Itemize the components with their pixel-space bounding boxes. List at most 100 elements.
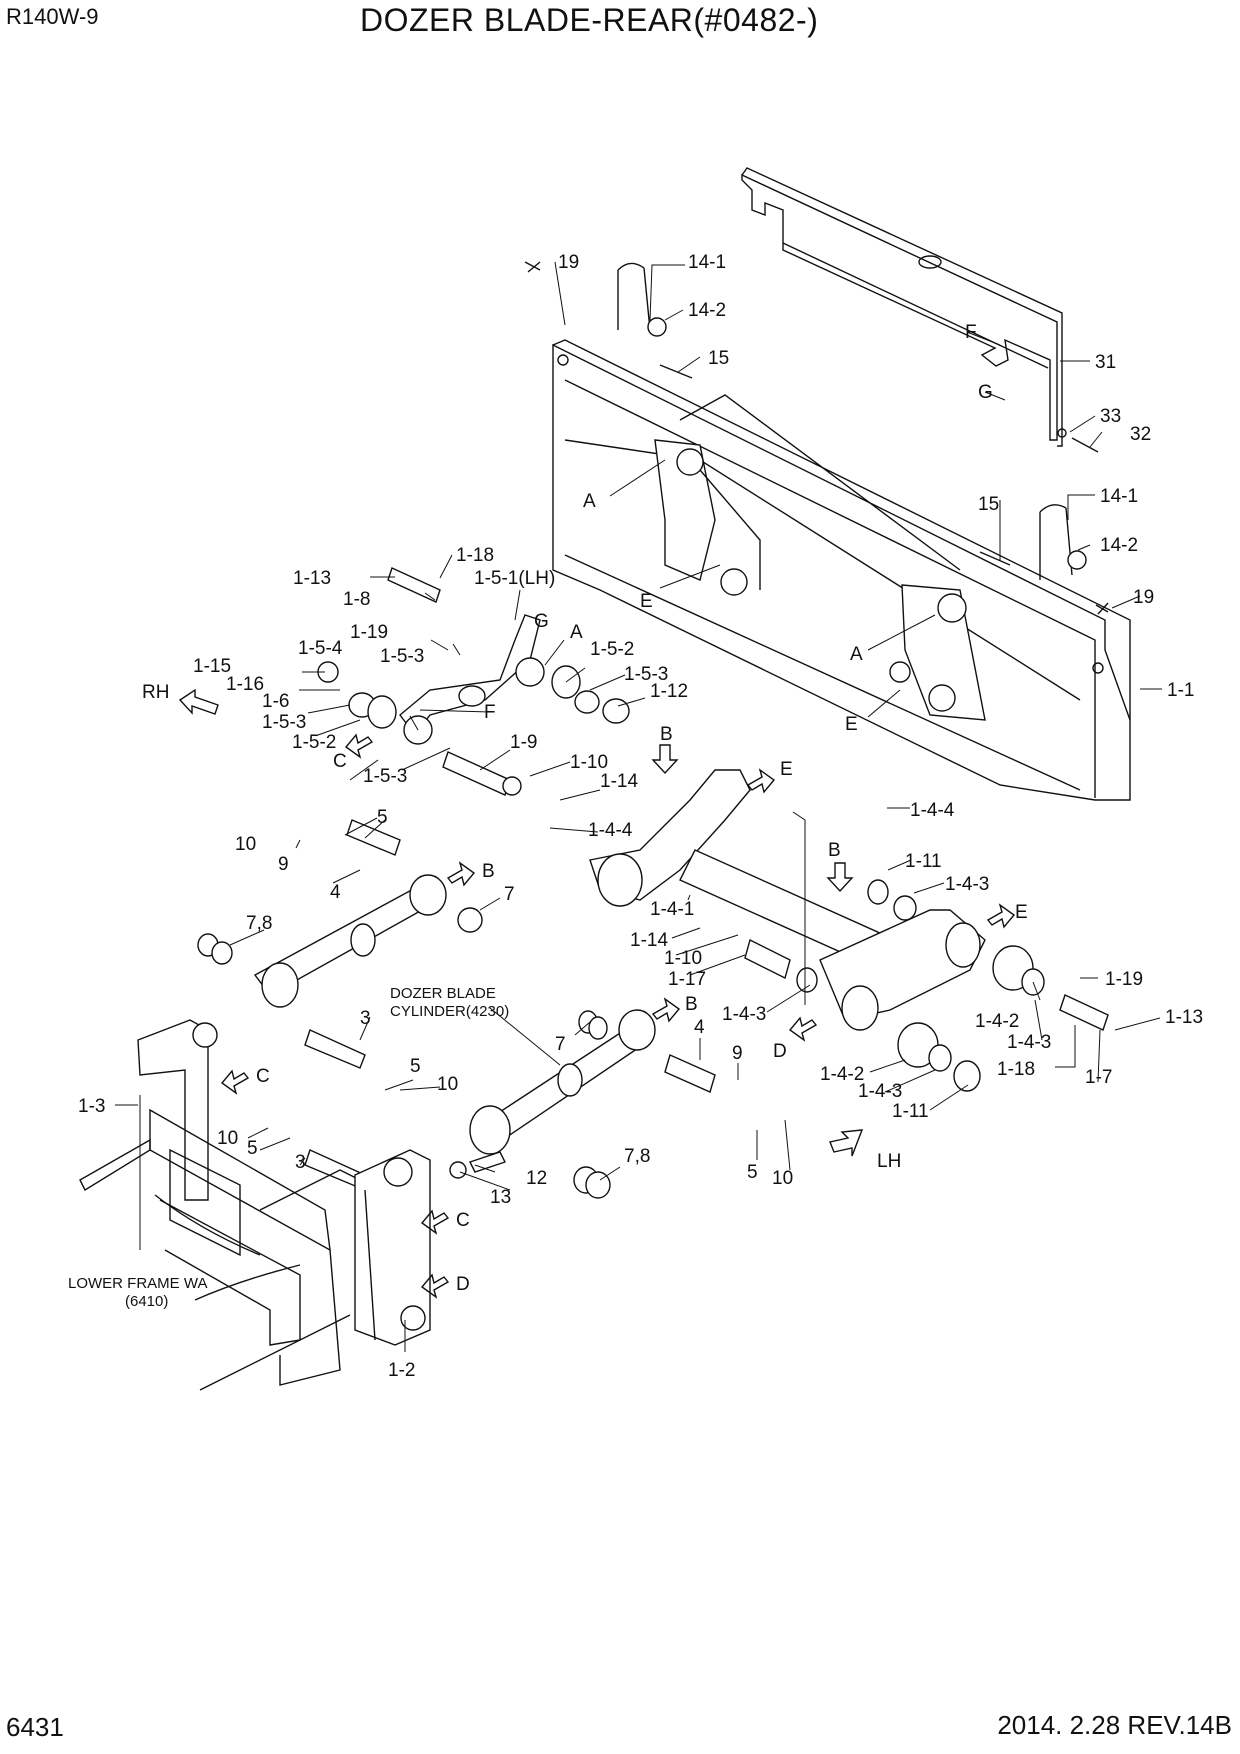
part-label: 1-4-2 [975, 1011, 1019, 1032]
part-label: 1-16 [226, 674, 264, 695]
part-label: 1-8 [343, 589, 370, 610]
part-label: 5 [410, 1056, 421, 1077]
linkage-drawing [317, 567, 1109, 1092]
part-label: 1-5-3 [624, 664, 668, 685]
part-label: 19 [1133, 587, 1154, 608]
part-label: 1-18 [456, 545, 494, 566]
b-arrow-icon [651, 744, 679, 775]
part-label: C [333, 751, 347, 772]
part-label: 10 [235, 834, 256, 855]
part-label: 9 [278, 854, 289, 875]
part-label: 19 [558, 252, 579, 273]
c-arrow-icon [344, 733, 374, 759]
part-label: 14-1 [688, 252, 726, 273]
part-label: 3 [295, 1152, 306, 1173]
part-label: 14-2 [688, 300, 726, 321]
part-label: 1-11 [892, 1101, 929, 1122]
part-label: 1-12 [650, 681, 688, 702]
part-label: 1-4-3 [1007, 1032, 1051, 1053]
e-arrow-icon [986, 903, 1016, 929]
part-label: 1-15 [193, 656, 231, 677]
part-label: A [850, 644, 863, 665]
part-label: 1-5-3 [363, 766, 407, 787]
part-label: 15 [978, 494, 999, 515]
direction-arrows [178, 688, 1016, 1299]
part-label: B [660, 724, 673, 745]
part-label: 5 [747, 1162, 758, 1183]
part-label: 9 [732, 1043, 743, 1064]
lower-frame-note: (6410) [125, 1293, 168, 1310]
part-label: E [845, 714, 858, 735]
part-label: 1-5-4 [298, 638, 343, 659]
part-label: 1-2 [388, 1360, 415, 1381]
d-arrow-icon [420, 1273, 450, 1299]
part-label: LH [877, 1151, 901, 1172]
rh-direction-label: RH [142, 682, 169, 703]
part-label: 1-4-3 [945, 874, 989, 895]
part-label: 1-4-3 [722, 1004, 766, 1025]
part-label: 15 [708, 348, 729, 369]
part-label: 1-19 [1105, 969, 1143, 990]
part-label: 1-14 [600, 771, 638, 792]
part-label: A [583, 491, 596, 512]
b-arrow-icon [826, 862, 854, 893]
d-arrow-icon [788, 1016, 818, 1042]
part-label: A [570, 622, 583, 643]
part-label: C [456, 1210, 470, 1231]
part-label: 1-1 [1167, 680, 1194, 701]
part-label: 1-4-3 [858, 1081, 902, 1102]
part-label: 1-4-1 [650, 899, 694, 920]
part-label: 1-5-2 [292, 732, 336, 753]
dozer-cylinder-note: DOZER BLADE [390, 985, 496, 1002]
page-number: 6431 [6, 1712, 64, 1742]
b-arrow-icon [446, 861, 476, 887]
part-label: 14-2 [1100, 535, 1138, 556]
part-label: E [640, 591, 653, 612]
part-label: 1-10 [570, 752, 608, 773]
dozer-cylinder-note: CYLINDER(4230) [390, 1003, 509, 1020]
part-label: 7,8 [624, 1146, 650, 1167]
part-label: 1-13 [1165, 1007, 1203, 1028]
part-label: 1-7 [1085, 1067, 1112, 1088]
part-label: 13 [490, 1187, 511, 1208]
model-number: R140W-9 [6, 4, 99, 29]
part-label: 7,8 [246, 913, 272, 934]
part-label: 10 [437, 1074, 458, 1095]
part-label: 4 [694, 1017, 705, 1038]
blade-frame-drawing [524, 167, 1131, 801]
part-label: 5 [247, 1138, 258, 1159]
cylinder-frame-drawing [79, 819, 716, 1391]
part-label: 1-6 [262, 691, 289, 712]
part-label: 12 [526, 1168, 547, 1189]
part-label: E [1015, 902, 1028, 923]
part-label: E [780, 759, 793, 780]
part-label: F [965, 322, 977, 343]
part-label: D [456, 1274, 470, 1295]
revision-date: 2014. 2.28 REV.14B [997, 1710, 1232, 1740]
page-title: DOZER BLADE-REAR(#0482-) [360, 2, 819, 38]
part-label: 10 [772, 1168, 793, 1189]
part-label: F [484, 702, 496, 723]
rh-arrow-icon [178, 688, 219, 715]
part-label: 14-1 [1100, 486, 1138, 507]
part-label: 1-4-4 [588, 820, 633, 841]
part-label: 31 [1095, 352, 1116, 373]
part-label: C [256, 1066, 270, 1087]
part-label: 4 [330, 882, 341, 903]
e-arrow-icon [746, 768, 776, 794]
part-label: 1-13 [293, 568, 331, 589]
b-arrow-icon [651, 997, 681, 1023]
part-label: 1-4-2 [820, 1064, 864, 1085]
part-label: 1-14 [630, 930, 668, 951]
part-label: 33 [1100, 406, 1121, 427]
part-label: 1-5-3 [262, 712, 306, 733]
part-label: B [482, 861, 495, 882]
lower-frame-note: LOWER FRAME WA [68, 1275, 207, 1292]
part-label: 1-11 [905, 851, 942, 872]
leader-lines [115, 261, 1162, 1352]
part-label: 1-10 [664, 948, 702, 969]
part-label: 7 [504, 884, 515, 905]
part-label: G [534, 611, 549, 632]
part-label: 1-9 [510, 732, 537, 753]
